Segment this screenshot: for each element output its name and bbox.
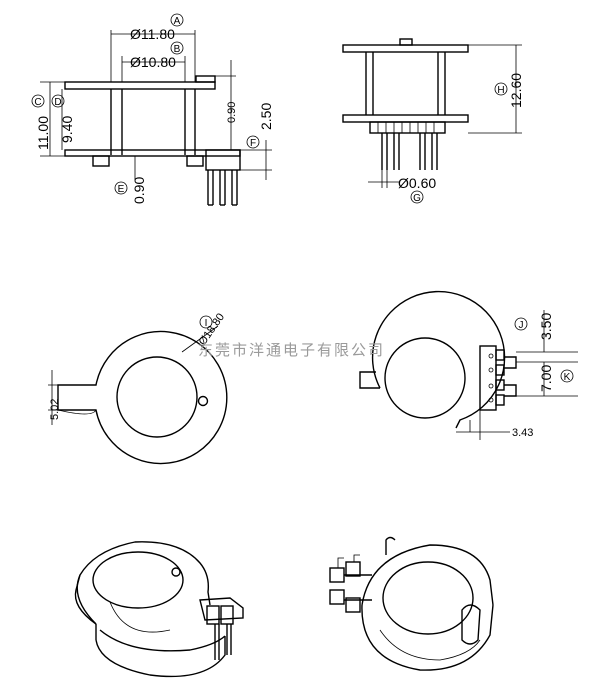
label-f: F bbox=[250, 138, 256, 149]
dim-a-value: Ø11.80 bbox=[130, 26, 175, 42]
dim-k-value: 7.00 bbox=[538, 365, 554, 392]
label-b: B bbox=[174, 44, 181, 55]
label-d: D bbox=[54, 97, 61, 108]
isometric-view-left bbox=[74, 541, 244, 678]
bottom-view-left: 5.02 Ø18.80 I bbox=[48, 311, 228, 465]
dim-j-value: 3.50 bbox=[538, 313, 554, 340]
dim-c-value: 11.00 bbox=[35, 116, 51, 150]
side-view: 12.60 H Ø0.60 G bbox=[342, 38, 524, 204]
dim-h-value: 12.60 bbox=[508, 73, 524, 108]
label-j: J bbox=[519, 320, 524, 331]
dim-flange-value: 0.90 bbox=[226, 102, 238, 123]
label-a: A bbox=[174, 16, 181, 27]
label-h: H bbox=[497, 85, 504, 96]
front-view: Ø11.80 A Ø10.80 B 11.00 9.40 C D 0.90 E … bbox=[31, 13, 274, 206]
label-i: I bbox=[205, 318, 208, 329]
label-c: C bbox=[34, 97, 41, 108]
label-k: K bbox=[564, 372, 571, 383]
isometric-view-right bbox=[329, 536, 494, 671]
dim-g-value: Ø0.60 bbox=[398, 175, 436, 191]
label-e: E bbox=[118, 184, 125, 195]
company-watermark: 东莞市洋通电子有限公司 bbox=[198, 341, 385, 359]
dim-e-value: 0.90 bbox=[131, 177, 147, 204]
dim-b-value: Ø10.80 bbox=[130, 54, 176, 70]
dim-slot-value: 5.02 bbox=[49, 399, 61, 420]
dim-d-value: 9.40 bbox=[59, 116, 75, 143]
label-g: G bbox=[413, 193, 421, 204]
dim-f-value: 2.50 bbox=[258, 103, 274, 130]
bottom-view-right: 3.43 3.50 7.00 J K bbox=[359, 290, 578, 440]
dim-offset-value: 3.43 bbox=[512, 427, 533, 439]
